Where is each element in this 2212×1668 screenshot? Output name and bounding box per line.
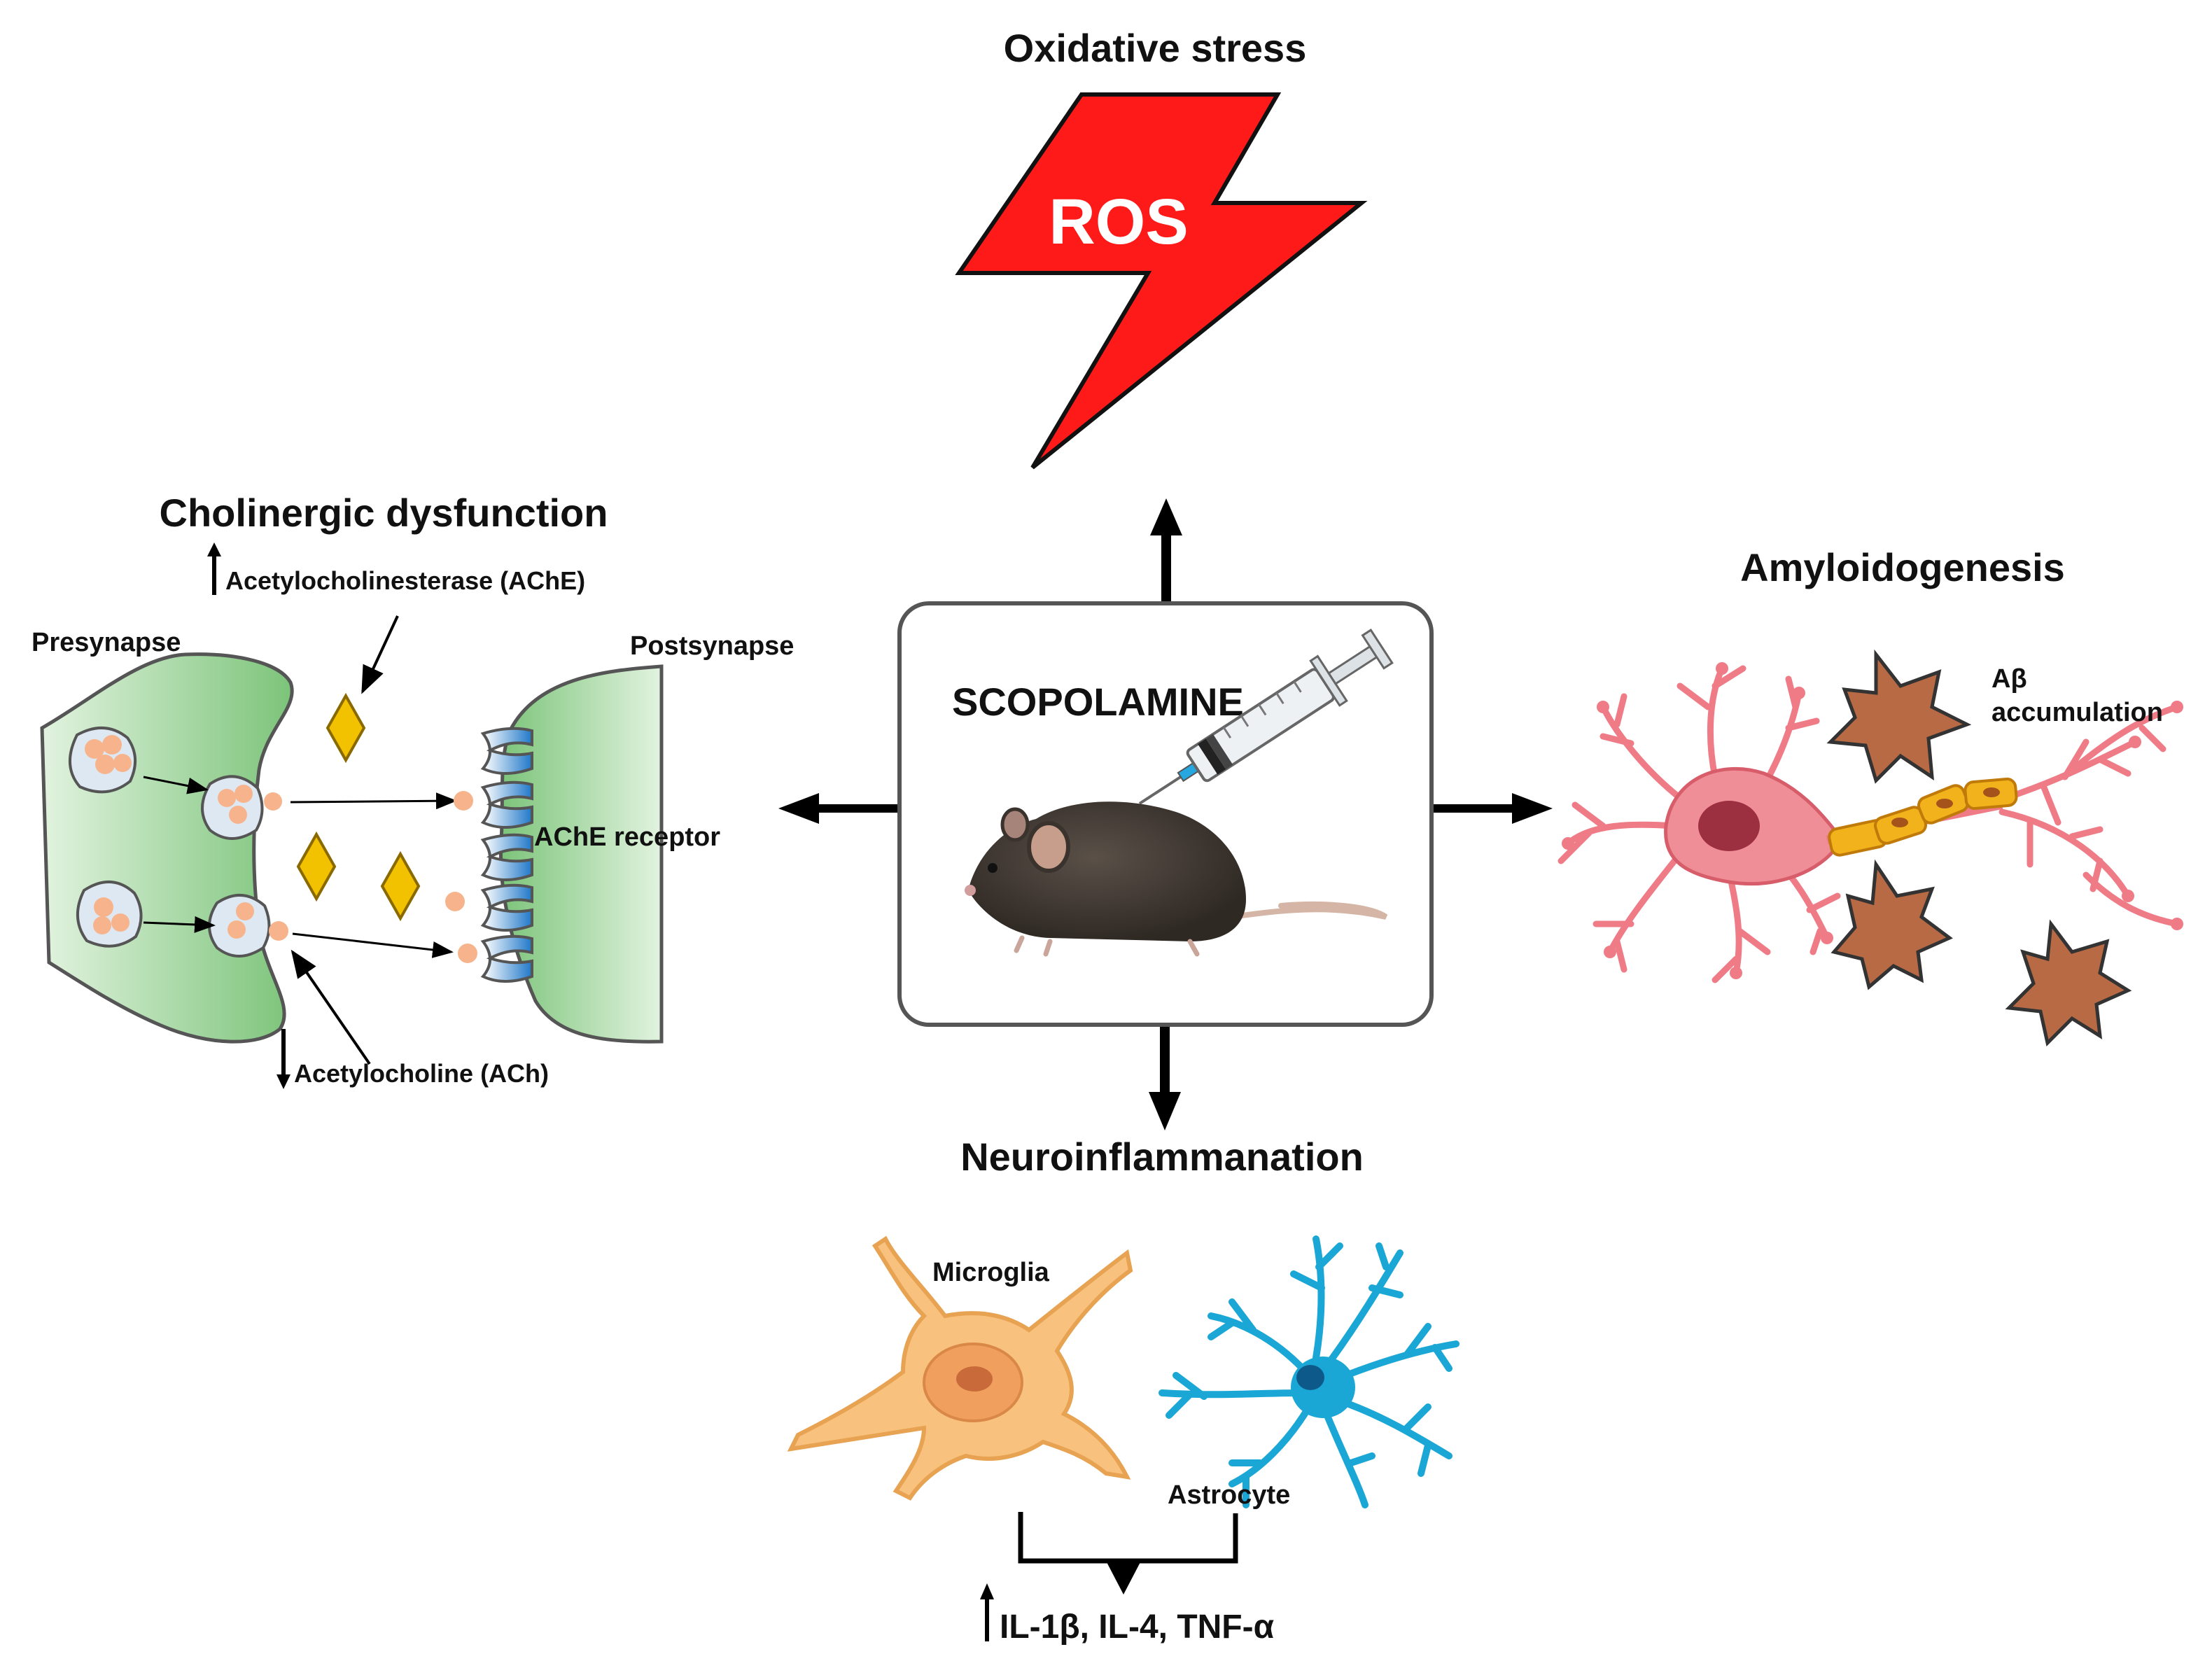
abeta-label-line2: accumulation xyxy=(1991,698,2163,727)
cholinergic-title: Cholinergic dysfunction xyxy=(160,491,608,535)
ache-increase-arrow-icon xyxy=(207,542,221,595)
presynapse-shape xyxy=(40,652,294,1044)
ach-decrease-arrow-icon xyxy=(276,1029,290,1089)
arrow-right xyxy=(1434,793,1553,824)
neuron-tips xyxy=(1562,662,2183,979)
astrocyte-label: Astrocyte xyxy=(1168,1480,1290,1510)
cytokine-increase-arrow-icon xyxy=(980,1583,994,1641)
oxidative-stress-title: Oxidative stress xyxy=(1004,26,1307,70)
microglia-label: Microglia xyxy=(932,1258,1050,1287)
neuroinflammation-title: Neuroinflammanation xyxy=(960,1135,1364,1179)
vesicle-top-left xyxy=(69,727,137,794)
syringe-icon xyxy=(1138,629,1394,805)
oxidative-stress-panel: Oxidative stress ROS xyxy=(955,26,1368,470)
vesicle-top-docked xyxy=(201,775,282,840)
ach-label: Acetylocholine (ACh) xyxy=(294,1059,549,1088)
arrow-down xyxy=(1149,1025,1181,1130)
amyloid-panel: Amyloidogenesis xyxy=(1558,545,2183,1046)
neuron-nucleus xyxy=(1698,801,1760,851)
presynapse-label: Presynapse xyxy=(31,628,181,657)
vesicle-bottom-left xyxy=(76,881,143,948)
ache-label: Acetylocholinesterase (AChE) xyxy=(225,566,585,595)
amyloid-title: Amyloidogenesis xyxy=(1740,545,2065,589)
cholinergic-panel: Cholinergic dysfunction Acetylocholinest… xyxy=(31,491,794,1089)
amyloid-plaques xyxy=(1826,649,2132,1046)
ache-enzymes xyxy=(296,692,421,922)
vesicle-bottom-docked xyxy=(208,893,288,958)
neuroinflammation-panel: Neuroinflammanation Microglia Astrocyte xyxy=(787,1135,1460,1646)
arrow-left xyxy=(778,793,897,824)
lightning-bolt-icon xyxy=(955,92,1368,470)
myelin-sheath xyxy=(1828,777,2018,857)
postsynapse-label: Postsynapse xyxy=(630,631,794,661)
scopolamine-title: SCOPOLAMINE xyxy=(952,680,1244,724)
ros-label: ROS xyxy=(1049,186,1188,258)
astrocyte-icon xyxy=(1158,1235,1460,1508)
postsynapse-shape xyxy=(499,664,664,1044)
ache-receptors xyxy=(445,727,533,983)
neuron-icon xyxy=(1558,665,2180,983)
mouse-icon xyxy=(965,801,1388,957)
astrocyte-nucleus xyxy=(1296,1365,1324,1390)
abeta-label-line1: Aβ xyxy=(1991,664,2027,694)
arrow-up xyxy=(1150,498,1182,605)
ache-receptor-label: AChE receptor xyxy=(534,822,720,852)
astrocyte-body xyxy=(1291,1357,1355,1418)
cytokines-label: IL-1β, IL-4, TNF-α xyxy=(1000,1609,1275,1646)
bracket-arrow xyxy=(1018,1512,1238,1595)
scopolamine-box: SCOPOLAMINE xyxy=(897,601,1434,1027)
